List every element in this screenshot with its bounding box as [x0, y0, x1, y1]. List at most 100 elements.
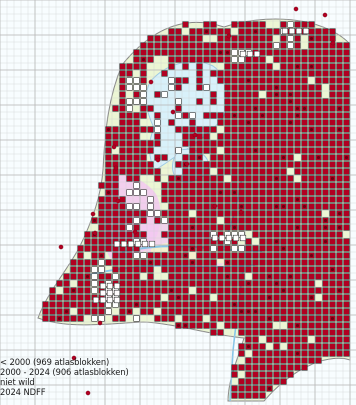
distribution-recent-marker: [126, 119, 133, 126]
distribution-recent-marker: [329, 77, 336, 84]
distribution-recent-marker-square: [161, 210, 168, 217]
distribution-recent-marker: [105, 161, 112, 168]
distribution-recent-marker: [175, 105, 182, 112]
distribution-recent-marker: [189, 140, 196, 147]
distribution-recent-marker-square: [343, 56, 350, 63]
distribution-recent-marker: [217, 203, 224, 210]
distribution-recent-marker: [140, 126, 147, 133]
distribution-recent-marker-square: [105, 259, 112, 266]
distribution-recent-marker-square: [231, 91, 238, 98]
distribution-recent-marker-square: [217, 245, 224, 252]
distribution-recent-marker: [203, 259, 210, 266]
distribution-ring-dot: [231, 189, 238, 196]
distribution-ring-dot: [91, 217, 98, 224]
distribution-recent-marker: [168, 175, 175, 182]
distribution-recent-marker: [252, 364, 259, 371]
distribution-recent-marker: [329, 294, 336, 301]
distribution-recent-marker: [294, 91, 301, 98]
distribution-recent-marker-square: [336, 301, 343, 308]
distribution-recent-marker: [133, 133, 140, 140]
distribution-recent-marker: [210, 161, 217, 168]
distribution-recent-marker-square: [105, 133, 112, 140]
distribution-recent-marker: [259, 49, 266, 56]
distribution-recent-marker: [84, 280, 91, 287]
distribution-recent-marker: [294, 329, 301, 336]
distribution-recent-marker-square: [315, 322, 322, 329]
distribution-recent-marker: [231, 98, 238, 105]
distribution-old-marker: [91, 266, 98, 273]
distribution-recent-marker: [231, 259, 238, 266]
distribution-recent-marker-square: [294, 84, 301, 91]
distribution-recent-marker: [175, 42, 182, 49]
distribution-ring-core: [267, 295, 272, 300]
distribution-ring-dot: [336, 105, 343, 112]
distribution-recent-marker: [252, 231, 259, 238]
distribution-recent-marker-square: [329, 301, 336, 308]
distribution-ring-core: [176, 323, 181, 328]
distribution-recent-marker-square: [315, 98, 322, 105]
distribution-recent-marker-square: [308, 119, 315, 126]
distribution-recent-marker-square: [273, 301, 280, 308]
distribution-recent-marker: [301, 147, 308, 154]
distribution-recent-marker-square: [308, 287, 315, 294]
distribution-recent-marker-square: [336, 98, 343, 105]
distribution-recent-marker-square: [126, 266, 133, 273]
distribution-recent-marker-square: [259, 42, 266, 49]
distribution-recent-marker-square: [217, 77, 224, 84]
distribution-recent-marker: [322, 63, 329, 70]
distribution-recent-marker-square: [210, 224, 217, 231]
distribution-recent-marker: [49, 287, 56, 294]
distribution-recent-marker-square: [322, 161, 329, 168]
distribution-old-marker-square: [246, 50, 254, 58]
distribution-recent-marker: [224, 252, 231, 259]
distribution-recent-marker-square: [301, 336, 308, 343]
distribution-recent-marker-square: [280, 35, 287, 42]
distribution-recent-marker-square: [315, 168, 322, 175]
distribution-recent-marker-square: [119, 98, 126, 105]
distribution-recent-marker: [280, 357, 287, 364]
distribution-recent-marker: [196, 35, 203, 42]
distribution-recent-marker: [287, 357, 294, 364]
distribution-recent-marker: [231, 126, 238, 133]
distribution-recent-marker: [273, 189, 280, 196]
distribution-recent-marker-square: [266, 364, 273, 371]
distribution-recent-marker-square: [119, 259, 126, 266]
distribution-recent-marker: [238, 329, 245, 336]
distribution-recent-marker: [231, 147, 238, 154]
distribution-recent-marker: [259, 308, 266, 315]
distribution-recent-marker: [259, 259, 266, 266]
distribution-old-marker: [302, 27, 310, 35]
distribution-recent-marker-square: [175, 126, 182, 133]
distribution-recent-marker-square: [336, 77, 343, 84]
distribution-recent-marker-square: [287, 105, 294, 112]
distribution-recent-marker: [322, 273, 329, 280]
distribution-recent-marker-square: [266, 301, 273, 308]
distribution-ring-core: [253, 106, 258, 111]
distribution-recent-marker: [315, 119, 322, 126]
distribution-recent-marker-square: [63, 280, 70, 287]
distribution-recent-marker-square: [231, 77, 238, 84]
distribution-recent-marker-square: [231, 126, 238, 133]
distribution-recent-marker: [175, 266, 182, 273]
distribution-recent-marker-square: [196, 231, 203, 238]
distribution-ring-core: [169, 288, 174, 293]
distribution-recent-marker: [224, 56, 231, 63]
distribution-recent-marker: [210, 252, 217, 259]
distribution-recent-marker-square: [126, 70, 133, 77]
distribution-recent-marker: [147, 105, 154, 112]
distribution-recent-marker: [126, 294, 133, 301]
distribution-recent-marker: [203, 294, 210, 301]
distribution-recent-marker-square: [182, 308, 189, 315]
distribution-recent-marker: [133, 126, 140, 133]
distribution-recent-marker: [322, 308, 329, 315]
distribution-recent-marker-square: [252, 287, 259, 294]
distribution-ring-core: [330, 267, 335, 272]
distribution-recent-marker-square: [336, 175, 343, 182]
distribution-recent-marker-square: [322, 308, 329, 315]
distribution-recent-marker-square: [280, 266, 287, 273]
distribution-recent-marker: [189, 203, 196, 210]
distribution-recent-marker-square: [175, 252, 182, 259]
distribution-recent-marker: [294, 210, 301, 217]
distribution-recent-marker: [210, 126, 217, 133]
distribution-recent-marker: [238, 224, 245, 231]
